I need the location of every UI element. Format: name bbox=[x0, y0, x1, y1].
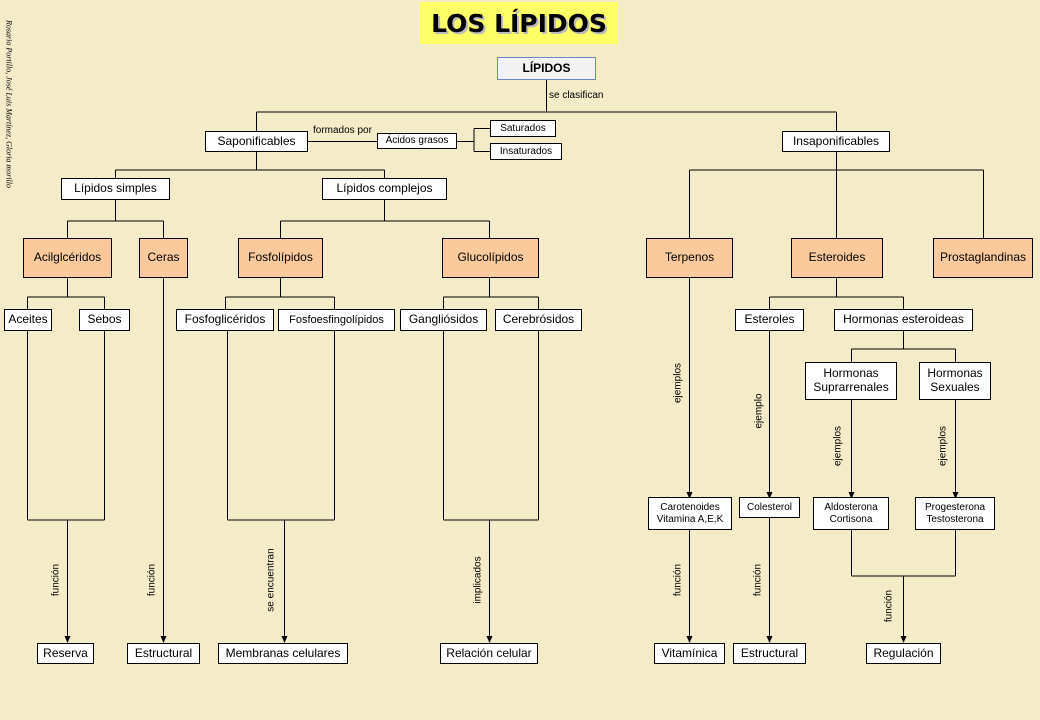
node-ceras: Ceras bbox=[139, 238, 188, 278]
node-saturados: Saturados bbox=[490, 120, 556, 137]
label-se-clasifican: se clasifican bbox=[549, 90, 604, 101]
node-fosfolipidos: Fosfolípidos bbox=[238, 238, 323, 278]
label-funcion-vitaminica: función bbox=[672, 563, 684, 597]
label-ejemplos-sexuales: ejemplos bbox=[937, 425, 949, 467]
node-hormonas-sexuales: Hormonas Sexuales bbox=[919, 362, 991, 400]
node-hormonas-esteroideas: Hormonas esteroideas bbox=[834, 309, 973, 331]
node-lipidos-complejos: Lípidos complejos bbox=[322, 178, 447, 200]
node-acidos-grasos: Ácidos grasos bbox=[377, 133, 457, 149]
label-funcion-reserva: función bbox=[50, 563, 62, 597]
page-title: LOS LÍPIDOS bbox=[420, 2, 618, 44]
node-lipidos-simples: Lípidos simples bbox=[61, 178, 170, 200]
node-aldosterona: Aldosterona Cortisona bbox=[813, 497, 889, 530]
author-credit: Rosario Portillo, José Luis Martínez, Gl… bbox=[4, 19, 14, 188]
node-terpenos: Terpenos bbox=[646, 238, 733, 278]
node-insaturados: Insaturados bbox=[490, 143, 562, 160]
node-saponificables: Saponificables bbox=[205, 131, 308, 152]
label-implicados: implicados bbox=[472, 556, 484, 604]
node-fosfoesfingolipidos: Fosfoesfingolípidos bbox=[278, 309, 395, 331]
node-relacion-celular: Relación celular bbox=[440, 643, 538, 664]
node-vitaminica: Vitamínica bbox=[654, 643, 725, 664]
label-ejemplo-esteroles: ejemplo bbox=[753, 393, 765, 429]
node-fosfogliceridos: Fosfoglicéridos bbox=[176, 309, 274, 331]
node-cerebrosidos: Cerebrósidos bbox=[495, 309, 582, 331]
node-carotenoides: Carotenoides Vitamina A,E,K bbox=[648, 497, 732, 530]
label-ejemplos-terpenos: ejemplos bbox=[672, 362, 684, 404]
label-funcion-colesterol: función bbox=[752, 563, 764, 597]
label-funcion-regulacion: función bbox=[883, 589, 895, 623]
node-hormonas-suprarrenales: Hormonas Suprarrenales bbox=[805, 362, 897, 400]
node-glucolipidos: Glucolípidos bbox=[442, 238, 539, 278]
label-ejemplos-suprarrenales: ejemplos bbox=[832, 425, 844, 467]
node-prostaglandinas: Prostaglandinas bbox=[933, 238, 1033, 278]
label-formados-por: formados por bbox=[313, 125, 372, 136]
label-funcion-ceras: función bbox=[146, 563, 158, 597]
node-esteroles: Esteroles bbox=[735, 309, 804, 331]
node-progesterona: Progesterona Testosterona bbox=[915, 497, 995, 530]
node-acilgliceridos: Acilglcéridos bbox=[23, 238, 112, 278]
label-se-encuentran: se encuentran bbox=[265, 548, 277, 612]
node-colesterol: Colesterol bbox=[739, 497, 800, 518]
node-estructural-1: Estructural bbox=[127, 643, 200, 664]
node-regulacion: Regulación bbox=[866, 643, 941, 664]
node-esteroides: Esteroides bbox=[791, 238, 883, 278]
node-sebos: Sebos bbox=[79, 309, 130, 331]
node-gangliosidos: Gangliósidos bbox=[400, 309, 487, 331]
node-estructural-2: Estructural bbox=[733, 643, 806, 664]
node-insaponificables: Insaponificables bbox=[782, 131, 890, 152]
node-lipidos: LÍPIDOS bbox=[497, 57, 596, 80]
node-membranas-celulares: Membranas celulares bbox=[218, 643, 348, 664]
node-aceites: Aceites bbox=[4, 309, 52, 331]
node-reserva: Reserva bbox=[37, 643, 94, 664]
